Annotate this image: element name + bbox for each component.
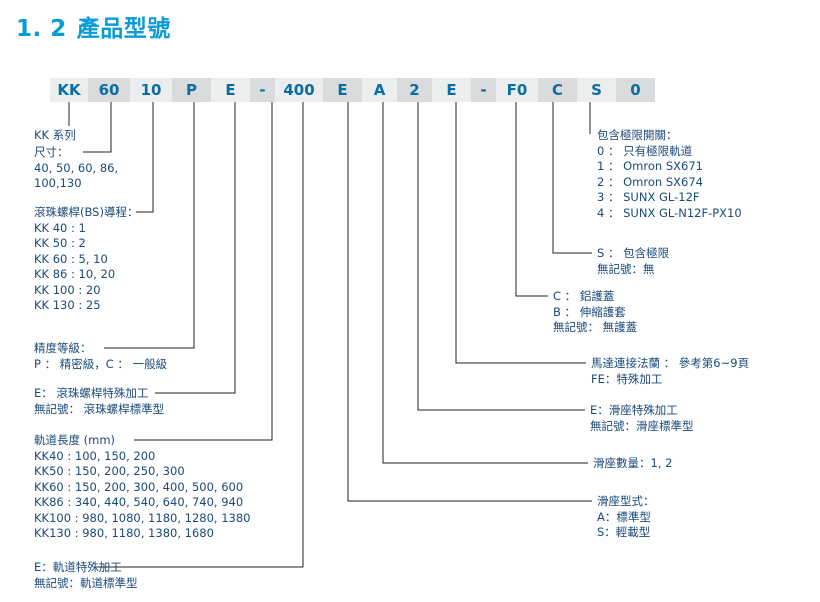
note-rail-machining-line: E：軌道特殊加工	[34, 560, 122, 574]
model-code-cell: -	[250, 78, 275, 102]
note-limit-switch-line: 0 ： 只有極限軌道	[597, 143, 693, 158]
note-series-line: KK 系列	[34, 128, 76, 142]
note-limit-included-line: 無記號：無	[597, 261, 655, 276]
note-limit-switch-line: 包含極限開關：	[597, 128, 678, 142]
leader-cover	[515, 102, 548, 297]
note-ball-screw-machining-line: 無記號： 滾珠螺桿標準型	[34, 401, 165, 416]
note-rail-machining: E：軌道特殊加工無記號：軌道標準型	[34, 560, 138, 591]
note-size-line: 40, 50, 60, 86,	[34, 160, 119, 175]
note-rail-length-line: KK50 : 150, 200, 250, 300	[34, 464, 185, 478]
model-code-cell: F0	[496, 78, 538, 102]
model-code-cell: S	[577, 78, 616, 102]
model-code-cell: E	[211, 78, 250, 102]
note-limit-switch-line: 1 ： Omron SX671	[597, 159, 703, 173]
note-accuracy-grade-line: 精度等級：	[34, 341, 92, 355]
note-cover-line: B ： 伸縮護套	[553, 304, 626, 319]
section-number: 1. 2	[16, 16, 67, 42]
model-code-cell: -	[471, 78, 496, 102]
note-series: KK 系列	[34, 128, 76, 144]
note-cover-line: C ： 鋁護蓋	[553, 289, 615, 303]
note-limit-switch-line: 3 ： SUNX GL-12F	[597, 190, 700, 204]
model-code-cell: E	[323, 78, 362, 102]
section-title: 產品型號	[76, 16, 171, 42]
page-title: 1. 2 產品型號	[16, 9, 171, 43]
model-code-cell: 60	[88, 78, 130, 102]
note-rail-length-line: KK86 : 340, 440, 540, 640, 740, 940	[34, 495, 244, 509]
note-limit-switch-line: 2 ： Omron SX674	[597, 174, 703, 189]
model-code-cell: KK	[50, 78, 88, 102]
note-saddle-machining-line: 無記號：滑座標準型	[590, 418, 694, 433]
note-ball-screw-machining: E： 滾珠螺桿特殊加工無記號： 滾珠螺桿標準型	[34, 386, 164, 417]
note-saddle-machining: E：滑座特殊加工無記號：滑座標準型	[590, 403, 694, 434]
model-code-cell: A	[362, 78, 397, 102]
note-limit-included: S ： 包含極限無記號：無	[597, 246, 669, 277]
note-saddle-quantity: 滑座數量：1, 2	[593, 456, 672, 472]
note-rail-length-line: KK130 : 980, 1180, 1380, 1680	[34, 526, 214, 540]
note-ball-screw-lead-line: KK 60 : 5, 10	[34, 251, 108, 266]
note-cover-line: 無記號： 無護蓋	[553, 320, 638, 334]
note-ball-screw-machining-line: E： 滾珠螺桿特殊加工	[34, 386, 149, 400]
note-accuracy-grade-line: P ： 精密級，C ： 一般級	[34, 356, 168, 371]
model-code-cell: 2	[397, 78, 432, 102]
leader-saddle-quantity	[382, 102, 588, 464]
note-ball-screw-lead-line: KK 50 : 2	[34, 236, 86, 250]
note-motor-flange-line: FE：特殊加工	[591, 371, 663, 386]
note-saddle-machining-line: E：滑座特殊加工	[590, 403, 678, 417]
note-size-line: 100,130	[34, 176, 82, 190]
note-saddle-type-line: A：標準型	[597, 509, 651, 524]
model-code-cell: P	[172, 78, 211, 102]
note-rail-machining-line: 無記號：軌道標準型	[34, 575, 138, 590]
model-code-cell: C	[538, 78, 577, 102]
note-size-line: 尺寸：	[34, 145, 69, 159]
model-code-cell: E	[432, 78, 471, 102]
model-code-cell: 0	[616, 78, 655, 102]
note-accuracy-grade: 精度等級：P ： 精密級，C ： 一般級	[34, 341, 167, 372]
leader-saddle-machining	[417, 102, 585, 411]
note-ball-screw-lead-line: KK 130 : 25	[34, 298, 101, 312]
note-rail-length-line: 軌道長度 (mm)	[34, 433, 116, 447]
model-code-cell: 400	[275, 78, 323, 102]
note-size: 尺寸：40, 50, 60, 86,100,130	[34, 145, 118, 192]
note-limit-included-line: S ： 包含極限	[597, 246, 670, 260]
note-rail-length-line: KK40 : 100, 150, 200	[34, 448, 156, 463]
note-rail-length-line: KK60 : 150, 200, 300, 400, 500, 600	[34, 479, 244, 494]
note-saddle-type-line: 滑座型式：	[597, 494, 655, 508]
note-limit-switch-line: 4 ： SUNX GL-N12F-PX10	[597, 205, 742, 220]
leader-limit-included	[552, 102, 592, 254]
note-ball-screw-lead-line: KK 86 : 10, 20	[34, 267, 116, 281]
note-saddle-type-line: S：輕載型	[597, 525, 651, 539]
note-rail-length-line: KK100 : 980, 1080, 1180, 1280, 1380	[34, 510, 251, 525]
note-saddle-quantity-line: 滑座數量：1, 2	[593, 456, 673, 470]
note-motor-flange-line: 馬達連接法蘭 ： 參考第6~9頁	[591, 356, 750, 370]
note-ball-screw-lead-line: KK 40 : 1	[34, 220, 86, 235]
model-code-cell: 10	[130, 78, 172, 102]
leader-lead	[136, 102, 154, 213]
note-ball-screw-lead-line: KK 100 : 20	[34, 282, 101, 297]
note-ball-screw-lead-line: 滾珠螺桿(BS)導程：	[34, 205, 139, 219]
